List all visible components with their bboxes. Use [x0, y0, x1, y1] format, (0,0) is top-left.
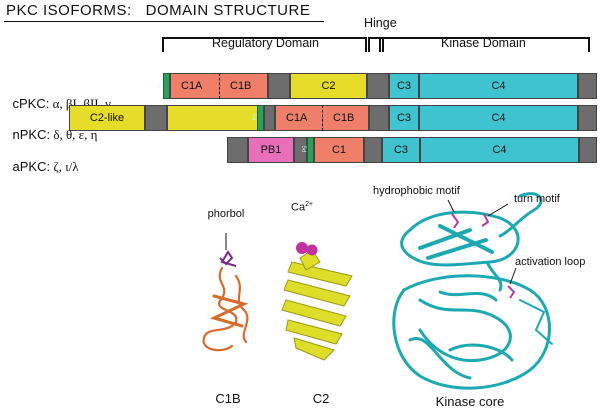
- pb1-domain: PB1: [248, 137, 294, 163]
- kinase-domain-label: Kinase Domain: [441, 36, 526, 50]
- c2-like-tail: [167, 105, 263, 131]
- c4-domain: C4: [419, 73, 578, 99]
- c2-caption: C2: [312, 391, 330, 406]
- pseudosubstrate-block: PS: [302, 137, 314, 163]
- c1b-structure: [202, 266, 249, 352]
- turn-motif-label: turn motif: [514, 193, 560, 205]
- npkc-name: nPKC:: [12, 127, 51, 142]
- apkc-name: aPKC:: [12, 159, 51, 174]
- kinase-core-caption: Kinase core: [435, 394, 505, 409]
- c1a-label: C1A: [286, 112, 308, 124]
- c2-structure: [281, 249, 353, 361]
- c1b-caption: C1B: [215, 391, 241, 406]
- c3-domain: C3: [382, 137, 420, 163]
- n-terminal-segment: [227, 137, 248, 163]
- apkc-isoforms: ζ, ι/λ: [53, 159, 79, 174]
- hydrophobic-motif-label: hydrophobic motif: [373, 185, 460, 197]
- linker-segment: [145, 105, 167, 131]
- kinase-motif-residues: [451, 213, 516, 299]
- c-terminal-segment: [578, 105, 597, 131]
- cpkc-name: cPKC:: [12, 96, 50, 111]
- c-terminal-segment: [579, 137, 597, 163]
- phorbol-ligand: [219, 250, 237, 267]
- row-label-apkc: aPKC: ζ, ι/λ: [6, 143, 79, 175]
- figure-title: PKC ISOFORMS: DOMAIN STRUCTURE: [6, 2, 311, 19]
- c1-domain: C1: [314, 137, 364, 163]
- c1-divider: [219, 73, 220, 99]
- row-label-npkc: nPKC: δ, θ, ε, η: [6, 111, 98, 143]
- hinge-segment: [367, 73, 389, 99]
- c3-domain: C3: [389, 105, 419, 131]
- title-underline: [4, 21, 324, 22]
- linker-segment: [294, 137, 307, 163]
- c4-domain: C4: [420, 137, 579, 163]
- kinase-structure: [392, 192, 553, 390]
- calcium-charge: 2+: [305, 201, 314, 208]
- kinase-label-pointers: [447, 199, 517, 285]
- cpkc-domain-bar: PS C1A C1B C2 C3 C4: [158, 73, 597, 99]
- regulatory-domain-label: Regulatory Domain: [212, 36, 319, 50]
- phorbol-label: phorbol: [207, 208, 245, 220]
- c1a-label: C1A: [181, 80, 203, 92]
- c1-divider: [322, 105, 323, 131]
- calcium-ions: [296, 242, 318, 256]
- linker-segment: [264, 105, 275, 131]
- c2-like-domain: C2-like: [69, 105, 145, 131]
- pseudosubstrate-block: PS: [158, 73, 170, 99]
- c1b-label: C1B: [333, 112, 355, 124]
- hinge-segment: [369, 105, 389, 131]
- npkc-isoforms: δ, θ, ε, η: [53, 127, 98, 142]
- activation-loop-label: activation loop: [515, 256, 586, 268]
- apkc-domain-bar: PB1 PS C1 C3 C4: [227, 137, 597, 163]
- linker-segment: [268, 73, 290, 99]
- c-terminal-segment: [578, 73, 597, 99]
- pseudosubstrate-block: PS: [252, 105, 264, 131]
- c4-domain: C4: [419, 105, 578, 131]
- c3-domain: C3: [389, 73, 419, 99]
- npkc-domain-bar: C2-like PS C1A C1B C3 C4: [69, 105, 597, 131]
- calcium-symbol: Ca: [291, 201, 306, 214]
- c2-domain: C2: [290, 73, 367, 99]
- hinge-segment: [364, 137, 382, 163]
- calcium-label: Ca2+: [291, 201, 313, 214]
- c1b-label: C1B: [230, 80, 252, 92]
- hinge-label: Hinge: [364, 16, 397, 30]
